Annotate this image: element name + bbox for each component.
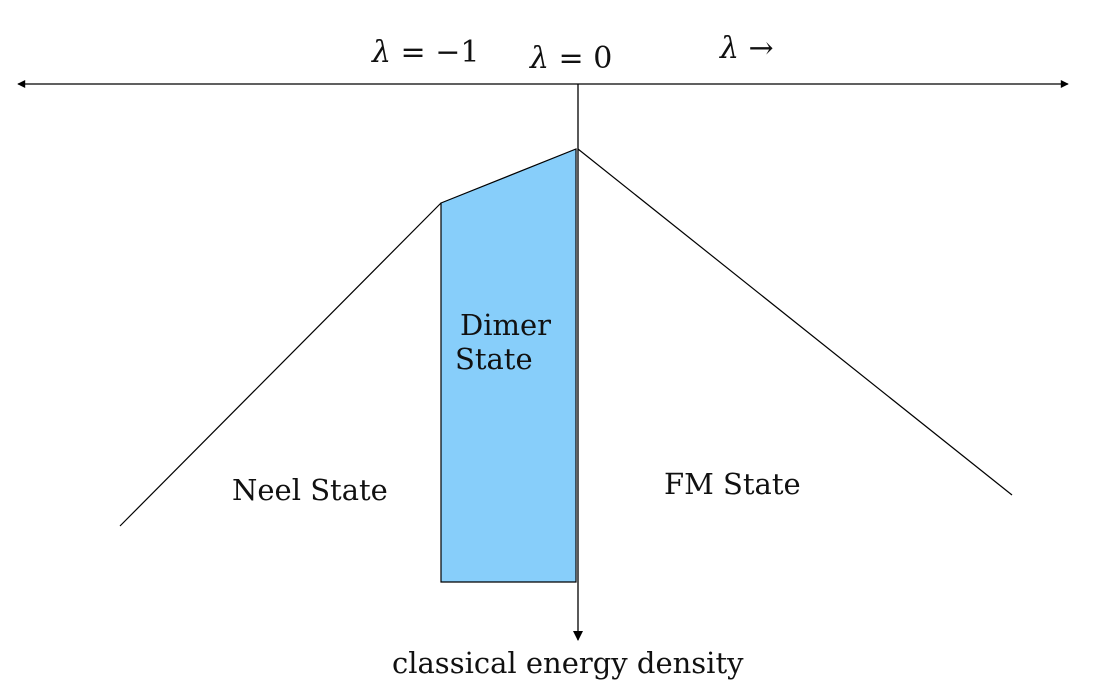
fm-energy-line	[577, 148, 1013, 496]
lambda-0-label: λ = 0	[529, 41, 612, 76]
neel-energy-line	[119, 202, 442, 527]
lambda-neg1-symbol: λ	[371, 35, 391, 70]
dimer-region	[440, 148, 577, 583]
lambda-arrow-label: λ →	[719, 31, 774, 66]
fm-state-label: FM State	[664, 467, 801, 501]
dimer-label-line2: State	[455, 342, 533, 376]
energy-axis-label: classical energy density	[392, 646, 744, 680]
lambda-0-symbol: λ	[529, 41, 549, 76]
lambda-arrow-symbol: λ	[719, 31, 739, 66]
lambda-neg1-value: = −1	[391, 35, 479, 70]
dimer-label-line1: Dimer	[460, 308, 551, 342]
lambda-neg1-label: λ = −1	[371, 35, 479, 70]
lambda-arrow-sign: →	[739, 31, 774, 66]
lambda-0-value: = 0	[549, 41, 612, 76]
neel-state-label: Neel State	[232, 473, 388, 507]
